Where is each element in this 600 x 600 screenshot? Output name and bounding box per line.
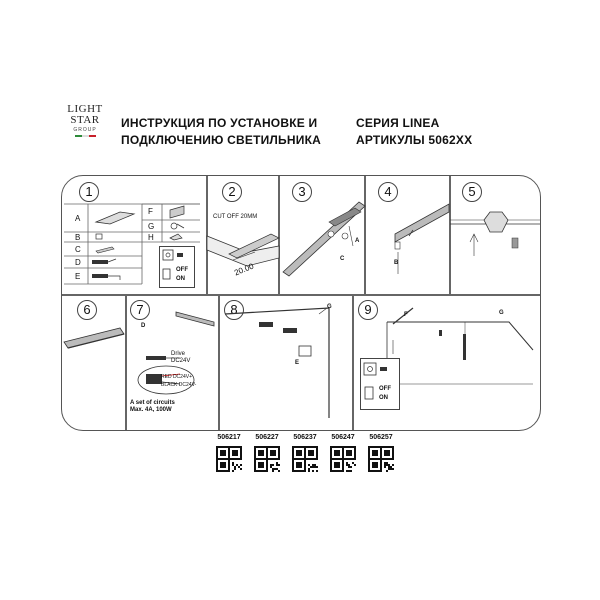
logo-line2: STAR: [70, 114, 100, 126]
step-number: 9: [358, 300, 378, 320]
step-number: 8: [224, 300, 244, 320]
power-switch-box: OFF ON: [159, 246, 195, 288]
socket-icon: [162, 249, 183, 280]
col-divider: [278, 176, 280, 294]
step7-label-d: D: [141, 323, 146, 329]
brand-logo: LIGHT STAR GROUP: [62, 104, 108, 160]
row-divider: [62, 294, 540, 296]
article-number: 506237: [293, 434, 317, 441]
step6-illustration: [63, 327, 125, 349]
article-number: 506227: [255, 434, 279, 441]
step8-label-g: G: [327, 304, 332, 310]
step4-label-b: B: [394, 260, 399, 266]
article-number: 506217: [217, 434, 241, 441]
step-number: 5: [462, 182, 482, 202]
step-number: 6: [77, 300, 97, 320]
articles-label: АРТИКУЛЫ 5062XX: [356, 133, 473, 147]
italian-flag-icon: [62, 135, 108, 137]
circuit-note2: Max. 4A, 100W: [130, 407, 172, 413]
black-wire-label: BLACK DC24V-: [161, 382, 197, 388]
qr-code-icon: [216, 446, 242, 472]
step8-label-e: E: [295, 360, 300, 366]
qr-code-icon: [254, 446, 280, 472]
step-number: 3: [292, 182, 312, 202]
logo-line1: LIGHT: [67, 103, 103, 115]
qr-code-icon: [330, 446, 356, 472]
col-divider: [218, 294, 220, 430]
title-line2: ПОДКЛЮЧЕНИЮ СВЕТИЛЬНИКА: [121, 133, 321, 147]
logo-line3: GROUP: [73, 127, 97, 133]
title-line1: ИНСТРУКЦИЯ ПО УСТАНОВКЕ И: [121, 116, 318, 130]
part-label-h: H: [148, 233, 154, 242]
part-label-a: A: [75, 214, 81, 223]
col-divider: [206, 176, 208, 294]
on-label: ON: [379, 395, 388, 401]
red-wire-label: RED DC24V+: [161, 374, 192, 380]
page-title: ИНСТРУКЦИЯ ПО УСТАНОВКЕ И ПОДКЛЮЧЕНИЮ СВ…: [121, 115, 321, 149]
step5-illustration: [450, 211, 540, 256]
series-label: СЕРИЯ LINEA: [356, 116, 440, 130]
part-label-f: F: [148, 207, 153, 216]
part-label-e: E: [75, 272, 81, 281]
part-label-g: G: [148, 222, 155, 231]
step3-label-a: A: [355, 238, 360, 244]
step-number: 2: [222, 182, 242, 202]
part-label-b: B: [75, 233, 81, 242]
qr-code-icon: [292, 446, 318, 472]
series-block: СЕРИЯ LINEA АРТИКУЛЫ 5062XX: [356, 115, 472, 149]
step9-label-f: F: [404, 312, 408, 318]
socket-icon: [363, 362, 387, 400]
article-number: 506257: [369, 434, 393, 441]
col-divider: [449, 176, 451, 294]
col-divider: [352, 294, 354, 430]
step8-illustration: [224, 307, 330, 418]
part-label-c: C: [75, 245, 81, 254]
step3-label-c: C: [340, 256, 345, 262]
qr-code-icon: [368, 446, 394, 472]
dc-label: DC24V: [171, 358, 191, 364]
step-number: 4: [378, 182, 398, 202]
on-label: ON: [176, 276, 185, 282]
off-label: OFF: [176, 267, 188, 273]
step3-illustration: [282, 201, 366, 277]
step9-label-g: G: [499, 310, 504, 316]
part-label-d: D: [75, 258, 81, 267]
parts-table-lines: [64, 203, 200, 285]
cutoff-label: CUT OFF 20MM: [213, 214, 258, 220]
step4-illustration: [394, 203, 450, 274]
col-divider: [125, 294, 127, 430]
off-label: OFF: [379, 386, 391, 392]
instruction-sheet: 1 2 3 4 5 6 7 8 9: [61, 175, 541, 431]
step9-power-box: OFF ON: [360, 358, 400, 410]
step-number: 1: [79, 182, 99, 202]
col-divider: [364, 176, 366, 294]
circuit-note1: A set of circuits: [130, 400, 175, 406]
article-number: 506247: [331, 434, 355, 441]
step-number: 7: [130, 300, 150, 320]
step2-illustration: [206, 233, 280, 267]
step7-illustration: [137, 311, 215, 395]
drive-label: Drive: [171, 351, 186, 357]
